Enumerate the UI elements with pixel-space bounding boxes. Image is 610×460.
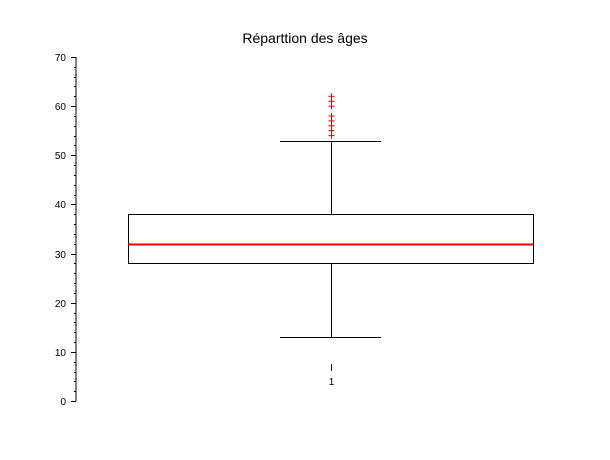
y-tick-label: 40: [55, 200, 67, 211]
interquartile-box: [128, 214, 534, 264]
y-tick-label: 20: [55, 299, 67, 310]
x-axis: 1: [329, 364, 335, 388]
x-tick-label: 1: [329, 377, 335, 388]
y-tick-label: 30: [55, 250, 67, 261]
y-tick-label: 70: [55, 53, 67, 64]
y-tick-label: 60: [55, 102, 67, 113]
y-tick-label: 0: [60, 397, 66, 408]
outlier-point: [328, 93, 335, 100]
outlier-point: [328, 112, 335, 119]
plot-area: [128, 93, 534, 338]
y-tick-label: 10: [55, 348, 67, 359]
chart-title: Réparttion des âges: [242, 30, 367, 46]
y-axis: 0 10 20 30 40 50 60 70: [55, 53, 77, 408]
y-tick-label: 50: [55, 151, 67, 162]
